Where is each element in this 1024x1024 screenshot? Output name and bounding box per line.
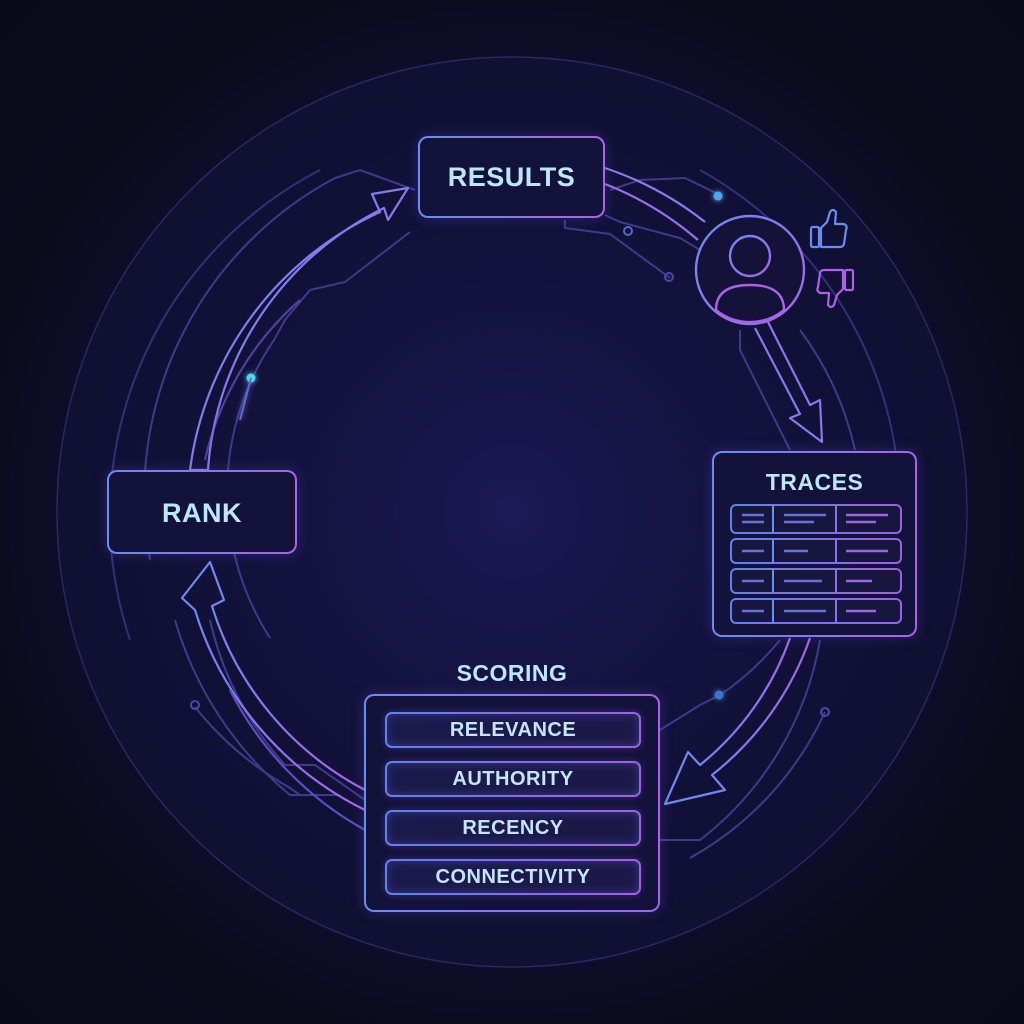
trace-row-lines: [742, 570, 872, 592]
rank-node[interactable]: RANK: [107, 470, 297, 554]
results-label: RESULTS: [447, 162, 576, 192]
user-avatar-icon: [694, 214, 806, 326]
trace-row: [730, 538, 902, 564]
scoring-item-connectivity[interactable]: CONNECTIVITY: [385, 859, 641, 895]
arrow-traces-to-scoring: [663, 637, 812, 806]
trace-row-lines: [742, 540, 888, 562]
trace-row: [730, 598, 902, 624]
arrow-user-to-traces: [754, 321, 824, 444]
thumbs-up-icon: [809, 208, 848, 249]
trace-row: [730, 504, 902, 534]
inner-glow: [212, 212, 812, 812]
scoring-item-relevance[interactable]: RELEVANCE: [385, 712, 641, 748]
trace-row: [730, 568, 902, 594]
glow-dots: [239, 191, 724, 700]
flow-arrows: [180, 166, 824, 831]
trace-row-lines: [742, 600, 876, 622]
thumbs-down-icon: [816, 268, 855, 309]
results-node[interactable]: RESULTS: [418, 136, 605, 218]
rank-label: RANK: [162, 498, 242, 528]
arrow-rank-to-results: [188, 186, 410, 472]
scoring-item-authority[interactable]: AUTHORITY: [385, 761, 641, 797]
traces-label: TRACES: [765, 469, 864, 495]
scoring-node[interactable]: RELEVANCE AUTHORITY RECENCY CONNECTIVITY: [364, 694, 660, 912]
scoring-title: SCORING: [456, 660, 568, 686]
traces-node[interactable]: TRACES: [712, 451, 917, 637]
scoring-item-recency[interactable]: RECENCY: [385, 810, 641, 846]
trace-row-lines: [742, 506, 888, 532]
arrow-scoring-to-rank: [180, 560, 366, 811]
